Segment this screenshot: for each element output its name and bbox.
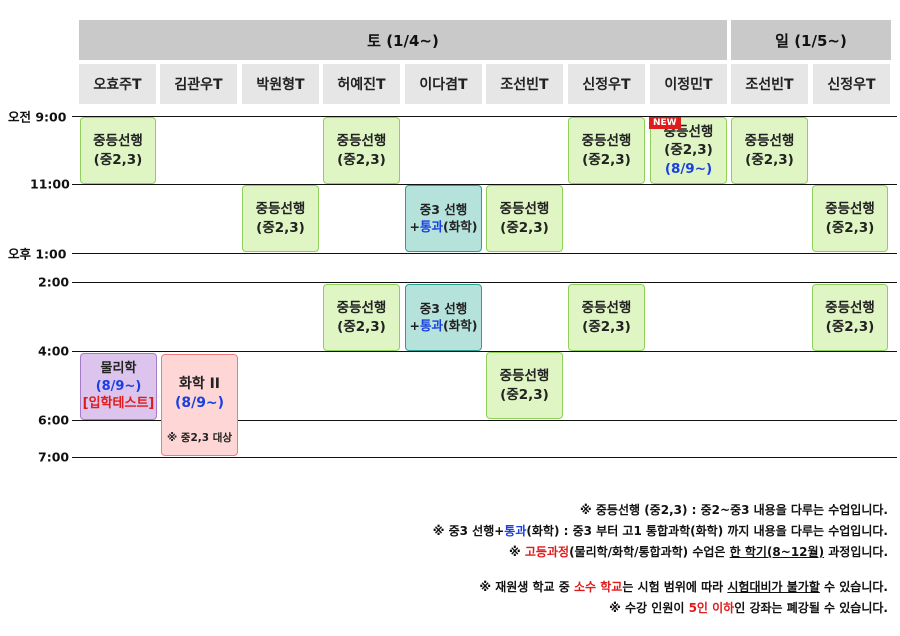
class-block-physics[interactable]: 물리학 (8/9~) [입학테스트] [80,353,157,420]
class-block-middle-advance[interactable]: 중등선행 (중2,3) [812,284,888,351]
class-block-middle-advance[interactable]: 중등선행 (중2,3) [486,352,563,419]
note-middle-advance: ※ 중등선행 (중2,3) : 중2~중3 내용을 다루는 수업입니다. [580,503,888,517]
note-minority-school: ※ 재원생 학교 중 소수 학교는 시험 범위에 따라 시험대비가 불가할 수 … [479,580,888,594]
class-start-date: (8/9~) [174,394,225,411]
class-title: 물리학 [100,361,137,377]
teacher-header: 오효주T [79,64,156,104]
class-block-m3-tonggwa[interactable]: 중3 선행 +통과(화학) [405,284,482,351]
class-title: 중등선행 [93,133,143,150]
class-grades: (중2,3) [337,151,386,168]
class-title: 중등선행 [336,300,387,317]
class-block-middle-advance[interactable]: 중등선행 (중2,3) [323,117,400,184]
grid-line [72,420,897,421]
time-label-0900: 오전 9:00 [8,109,67,125]
time-label-1900: 7:00 [38,449,70,465]
teacher-header: 박원형T [242,64,319,104]
class-grades: (중2,3) [337,318,386,335]
class-block-middle-advance[interactable]: 중등선행 (중2,3) [80,117,156,184]
class-title: 중등선행 [581,133,632,150]
class-entrance-test: [입학테스트] [82,396,155,412]
class-block-middle-advance[interactable]: 중등선행 (중2,3) [812,185,888,252]
class-grades: (중2,3) [745,151,794,168]
grid-line [72,184,897,185]
class-title: 화학 II [178,376,221,392]
class-target-note: ※ 중2,3 대상 [166,431,233,444]
grid-line [72,116,897,117]
class-start-date: (8/9~) [95,378,142,394]
class-title: 중3 선행 [419,201,468,217]
class-subtitle: +통과(화학) [409,317,478,333]
class-grades: (중2,3) [256,219,305,236]
day-header-saturday: 토 (1/4~) [79,20,727,60]
notes-section: ※ 중등선행 (중2,3) : 중2~중3 내용을 다루는 수업입니다. ※ 중… [433,500,888,619]
class-grades: (중2,3) [500,386,549,403]
teacher-header: 허예진T [323,64,400,104]
time-label-1400: 2:00 [38,274,70,290]
class-title: 중등선행 [499,368,550,385]
note-m3-tonggwa: ※ 중3 선행+통과(화학) : 중3 부터 고1 통합과학(화학) 까지 내용… [432,524,888,538]
time-label-1800: 6:00 [38,412,70,428]
grid-line [72,253,897,254]
class-title: 중등선행 [744,133,795,150]
class-grades: (중2,3) [500,219,549,236]
new-badge: NEW [649,117,681,129]
grid-line [72,457,897,458]
teacher-header: 이다겸T [405,64,482,104]
class-start-date: (8/9~) [664,160,713,177]
teacher-header: 이정민T [650,64,727,104]
class-grades: (중2,3) [825,219,875,236]
class-block-chemistry2[interactable]: 화학 II (8/9~) ※ 중2,3 대상 [161,354,238,456]
teacher-header: 조선빈T [486,64,563,104]
class-title: 중등선행 [825,201,875,218]
class-title: 중등선행 [336,133,387,150]
time-label-1300: 오후 1:00 [8,246,67,262]
class-subtitle: +통과(화학) [409,218,478,234]
class-block-middle-advance[interactable]: 중등선행 (중2,3) [568,284,645,351]
class-grades: (중2,3) [825,318,875,335]
teacher-header: 신정우T [813,64,890,104]
class-block-m3-tonggwa[interactable]: 중3 선행 +통과(화학) [405,185,482,252]
class-grades: (중2,3) [664,142,713,159]
class-title: 중3 선행 [419,300,468,316]
teacher-header: 조선빈T [731,64,808,104]
day-header-sunday: 일 (1/5~) [731,20,891,60]
class-block-middle-advance[interactable]: 중등선행 (중2,3) [323,284,400,351]
class-block-middle-advance[interactable]: 중등선행 (중2,3) [568,117,645,184]
grid-line [72,282,897,283]
grid-line [72,351,897,352]
class-title: 중등선행 [825,300,875,317]
class-title: 중등선행 [255,201,306,218]
class-grades: (중2,3) [582,318,631,335]
class-block-middle-advance[interactable]: 중등선행 (중2,3) [731,117,808,184]
note-class-cancellation: ※ 수강 인원이 5인 이하인 강좌는 폐강될 수 있습니다. [609,601,888,615]
class-grades: (중2,3) [582,151,631,168]
class-block-middle-advance[interactable]: 중등선행 (중2,3) [242,185,319,252]
class-grades: (중2,3) [93,151,143,168]
class-title: 중등선행 [581,300,632,317]
time-label-1600: 4:00 [38,343,70,359]
teacher-header: 신정우T [568,64,645,104]
class-title: 중등선행 [499,201,550,218]
class-block-middle-advance[interactable]: 중등선행 (중2,3) [486,185,563,252]
time-label-1100: 11:00 [30,176,70,192]
teacher-header: 김관우T [160,64,237,104]
note-high-school-course: ※ 고등과정(물리학/화학/통합과학) 수업은 한 학기(8~12월) 과정입니… [509,545,888,559]
